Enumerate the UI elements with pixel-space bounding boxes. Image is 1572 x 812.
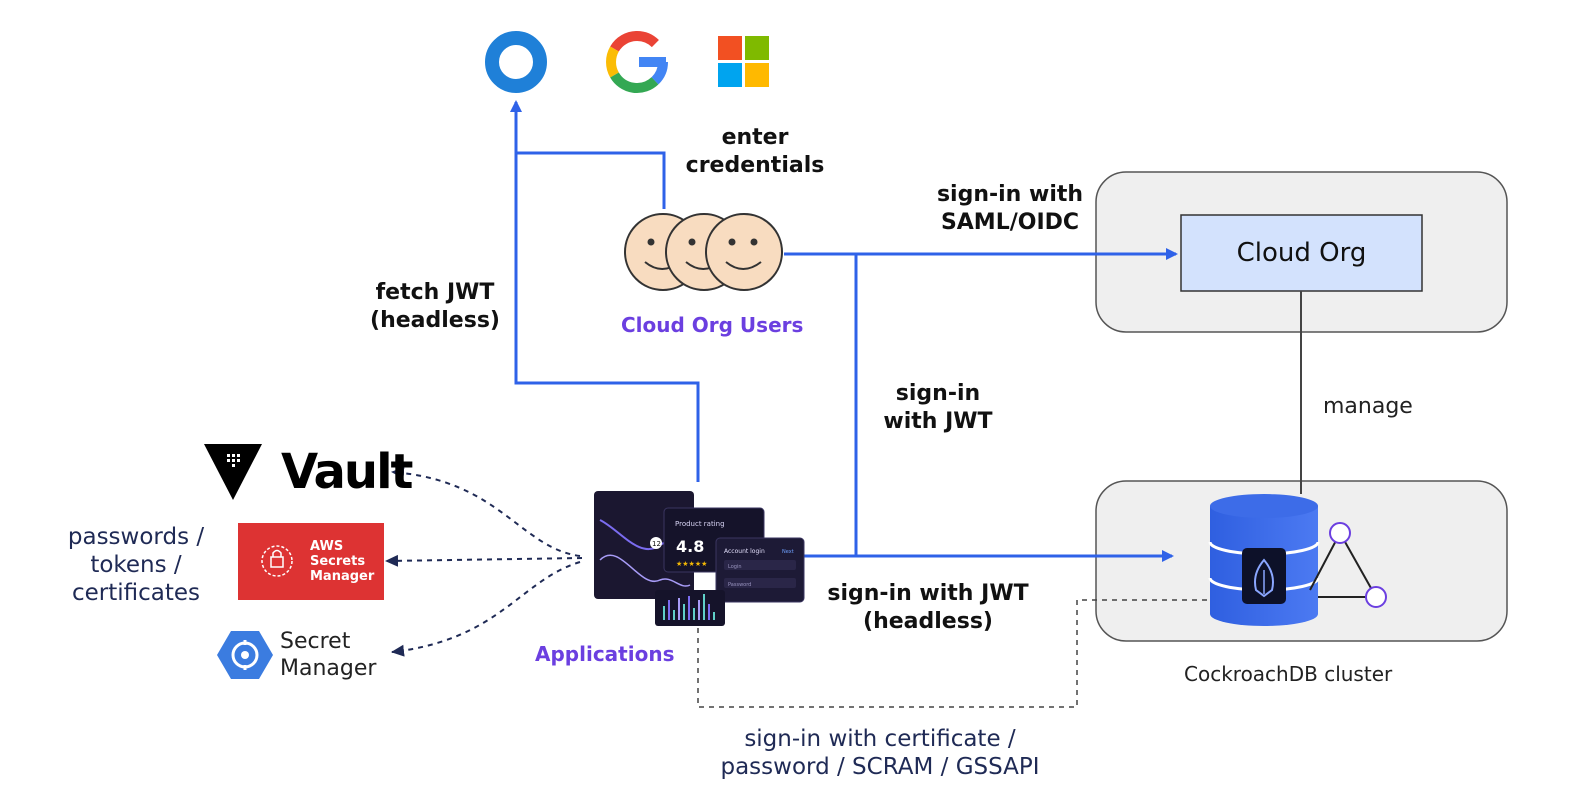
cockroachdb-cluster-label: CockroachDB cluster — [1184, 662, 1393, 686]
database-icon — [1208, 494, 1320, 626]
applications-label: Applications — [535, 642, 675, 666]
enter-credentials-label: enter credentials — [685, 125, 825, 178]
manage-label: manage — [1323, 394, 1413, 419]
svg-text:Product rating: Product rating — [675, 520, 725, 528]
svg-text:Next: Next — [782, 549, 794, 555]
aws-secrets-manager-icon — [238, 523, 384, 600]
applications-mockup: 12 Product rating 4.8 ★★★★★ Account logi… — [594, 491, 805, 626]
sign-in-jwt-label: sign-in with JWT — [883, 381, 993, 434]
enter-credentials-path — [516, 151, 666, 209]
sign-in-certificate-label: sign-in with certificate / password / SC… — [720, 726, 1040, 780]
rating-value: 4.8 — [676, 537, 704, 556]
google-logo-icon — [606, 30, 669, 94]
svg-text:Account login: Account login — [724, 548, 765, 555]
vault-triangle-icon — [204, 444, 262, 500]
fetch-jwt-label: fetch JWT (headless) — [370, 280, 500, 333]
cloud-org-box-label: Cloud Org — [1236, 238, 1367, 268]
cloud-org-users-label: Cloud Org Users — [621, 313, 804, 337]
cluster-triangle-icon — [1309, 522, 1387, 608]
gcp-arrow — [391, 561, 581, 657]
vault-label: Vault — [281, 444, 413, 500]
okta-logo-icon — [485, 31, 547, 93]
secrets-types-label: passwords / tokens / certificates — [67, 524, 205, 606]
aws-secrets-label: AWS Secrets Manager — [310, 539, 375, 584]
vault-arrow — [391, 466, 581, 557]
svg-text:Login: Login — [728, 564, 742, 570]
svg-text:Password: Password — [728, 582, 751, 588]
rating-stars: ★★★★★ — [676, 560, 707, 568]
sign-in-saml-label: sign-in with SAML/OIDC — [936, 182, 1084, 235]
aws-arrow — [385, 554, 583, 567]
sign-in-jwt-headless-label: sign-in with JWT (headless) — [827, 581, 1029, 634]
users-faces-icon — [624, 213, 783, 291]
rating-badge: 12 — [652, 540, 661, 548]
certificate-signin-path — [697, 599, 1208, 708]
cloud-org-box[interactable] — [1180, 214, 1423, 292]
bars-mini-chart — [663, 594, 715, 620]
gcp-secret-manager-label: Secret Manager — [280, 629, 377, 681]
fetch-jwt-path — [510, 100, 700, 482]
gcp-secret-manager-icon — [217, 631, 273, 679]
microsoft-logo-icon — [718, 36, 769, 87]
